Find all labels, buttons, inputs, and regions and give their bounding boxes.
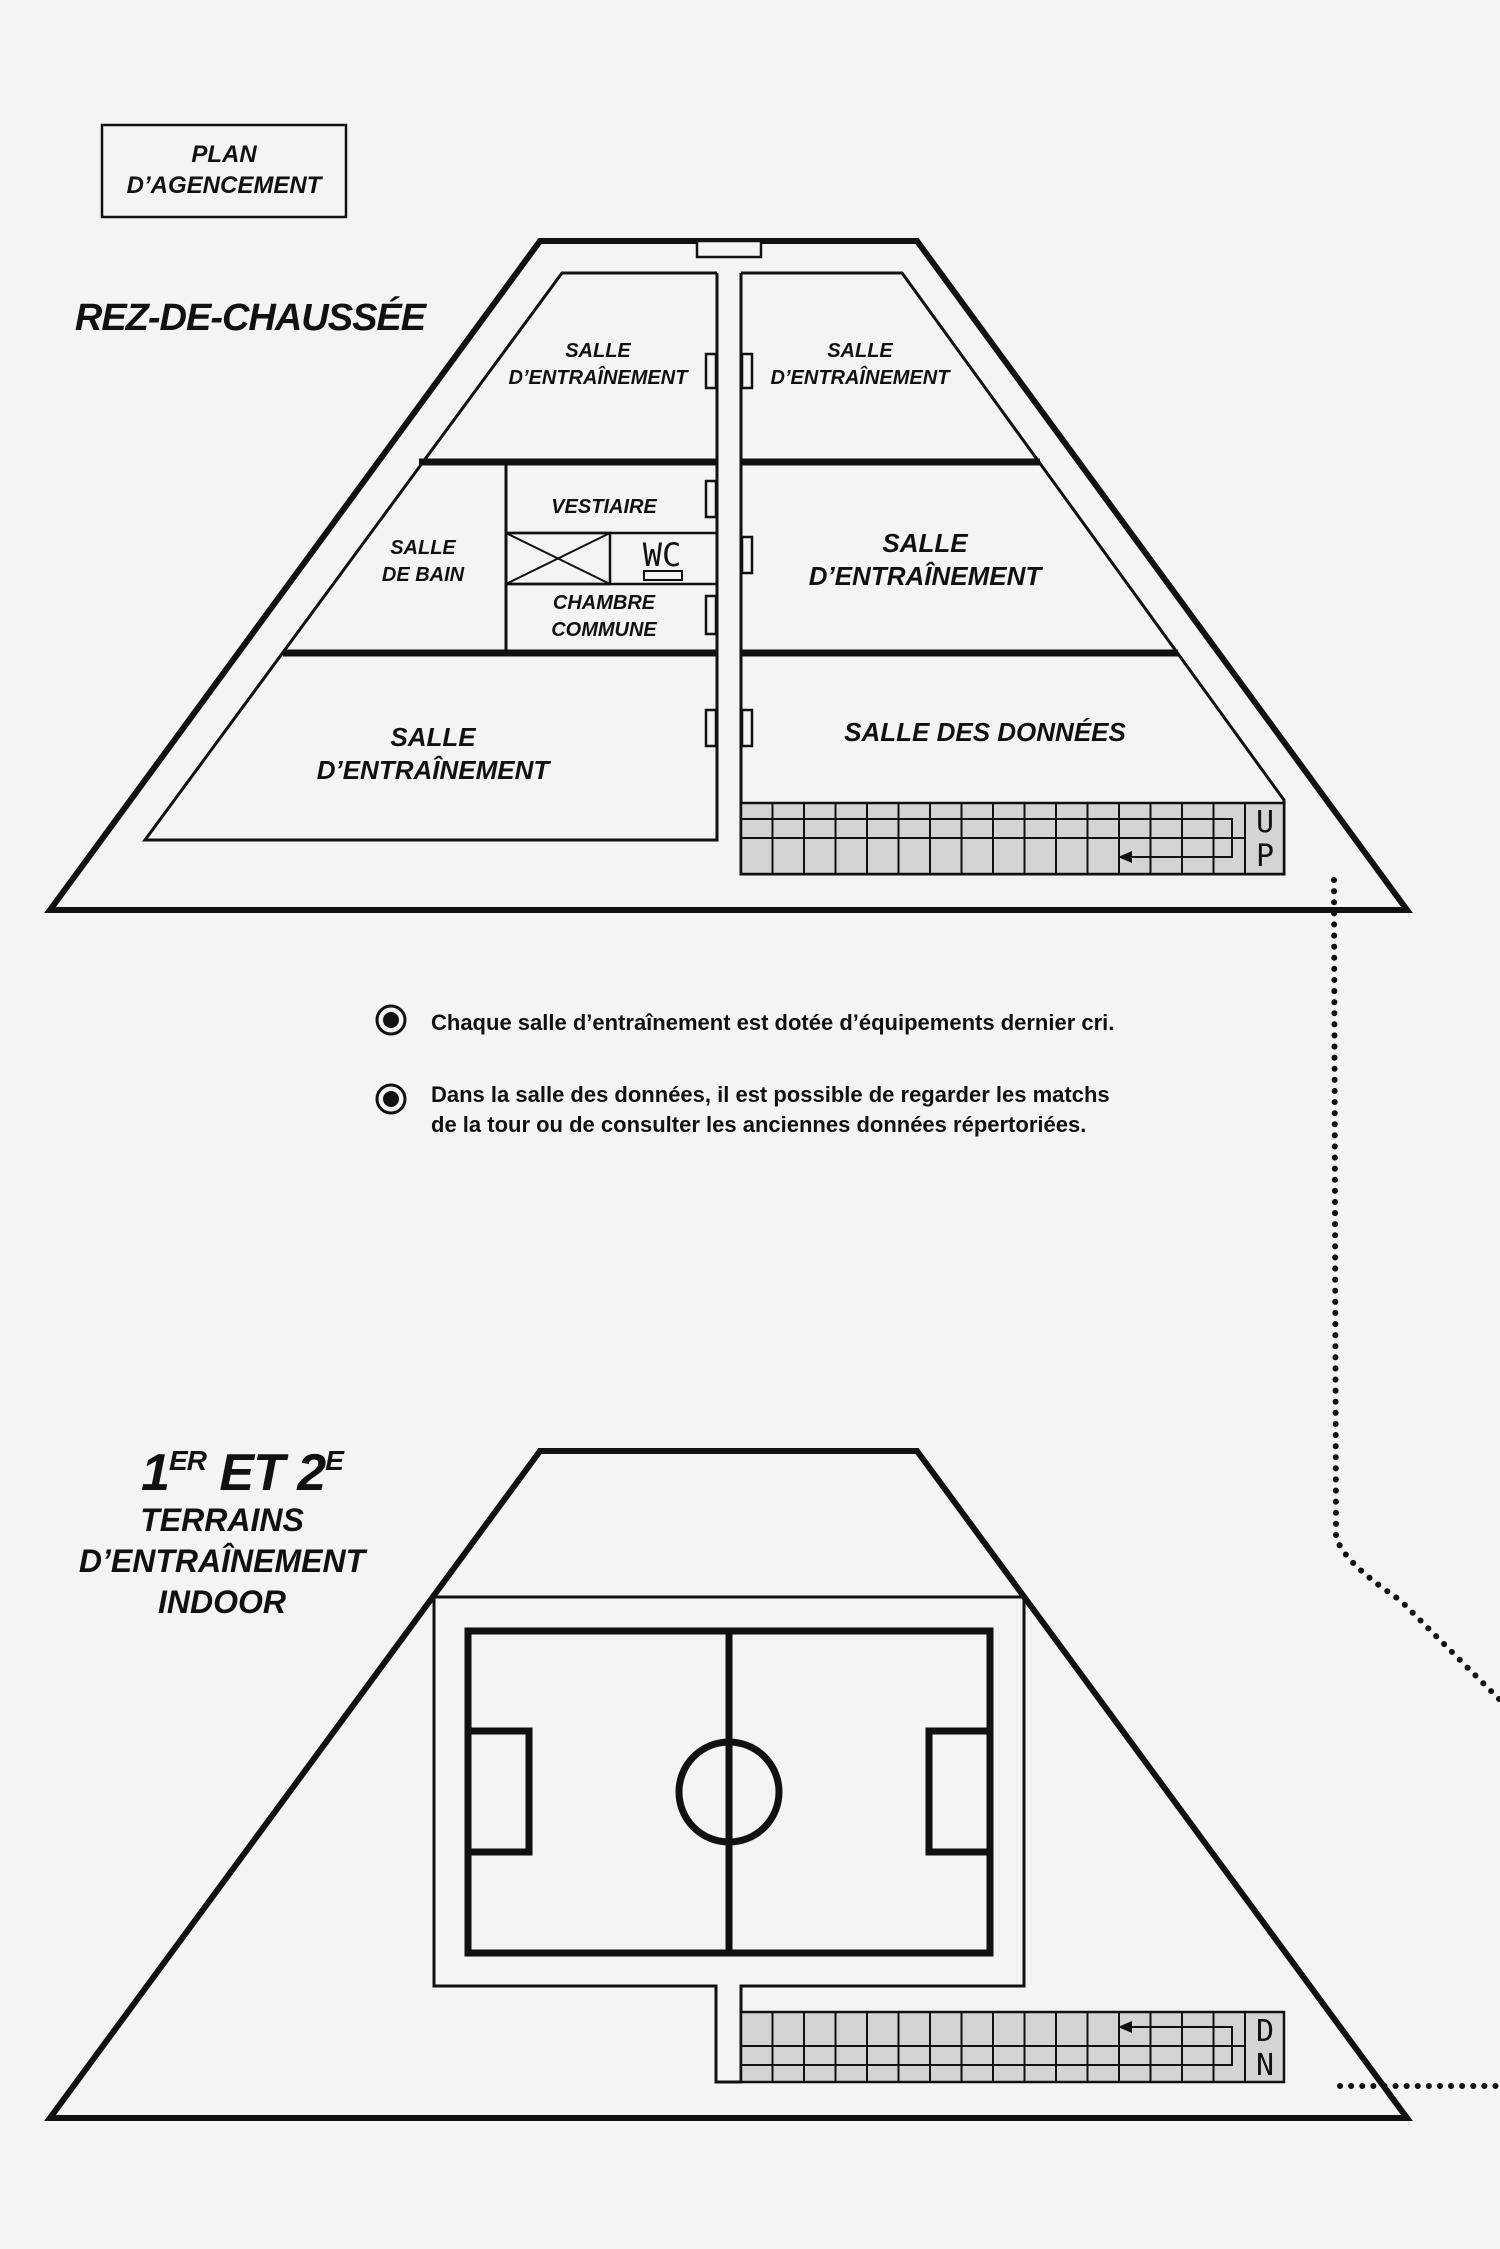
room-data: SALLE DES DONNÉES	[844, 717, 1126, 747]
room-training-tr-line1: SALLE	[827, 340, 893, 362]
ground-floor-outline	[44, 238, 1413, 913]
shaft-cross-2	[505, 532, 611, 585]
note-1: Chaque salle d’entraînement est dotée d’…	[375, 1004, 1114, 1036]
door-tr	[740, 352, 754, 390]
ground-floor-title: REZ-DE-CHAUSSÉE	[75, 295, 428, 339]
stairs-down: D N	[739, 2010, 1286, 2084]
upper-floor-outline	[44, 1448, 1413, 2121]
target-bullet-icon-core	[383, 1091, 399, 1107]
note-2-line-2: de la tour ou de consulter les anciennes…	[431, 1112, 1086, 1137]
upper-subtitle-line-1: TERRAINS	[140, 1502, 304, 1538]
room-training-bl-line2: D’ENTRAÎNEMENT	[317, 755, 552, 785]
room-training-bl-line1: SALLE	[390, 722, 476, 752]
stairs-connector-dotted	[1331, 877, 1500, 1703]
door-mr	[740, 535, 754, 575]
target-bullet-icon	[375, 1083, 407, 1115]
corridor-doors	[704, 352, 754, 748]
room-common-line1: CHAMBRE	[553, 592, 656, 614]
upper-floors-plan: 1ER ET 2E TERRAINS D’ENTRAÎNEMENT INDOOR…	[44, 1444, 1413, 2121]
room-training-tl-line2: D’ENTRAÎNEMENT	[509, 365, 690, 389]
upper-title-number-2: 2	[296, 1444, 326, 1502]
room-training-mr-line2: D’ENTRAÎNEMENT	[809, 561, 1044, 591]
door-tl	[704, 352, 718, 390]
upper-title-sup-2: E	[325, 1445, 345, 1476]
pitch-left-box	[464, 1727, 533, 1856]
header-line-2: D’AGENCEMENT	[127, 172, 324, 199]
ground-floor-plan: REZ-DE-CHAUSSÉE	[44, 238, 1413, 913]
room-training-tr-line2: D’ENTRAÎNEMENT	[771, 365, 952, 389]
room-training-mr-line1: SALLE	[882, 528, 968, 558]
note-2-line-1: Dans la salle des données, il est possib…	[431, 1082, 1110, 1107]
upper-title-sup-1: ER	[169, 1445, 208, 1476]
stairs-down-label-1: D	[1256, 2014, 1274, 2049]
indoor-football-pitch	[464, 1627, 994, 1957]
upper-floors-title: 1ER ET 2E	[141, 1444, 345, 1502]
stairs-down-label-2: N	[1256, 2048, 1274, 2083]
target-bullet-icon	[375, 1004, 407, 1036]
stairs-up-label-1: U	[1256, 805, 1274, 840]
shaft-box	[504, 531, 612, 586]
room-locker: VESTIAIRE	[551, 496, 657, 518]
stairs-up: U P	[739, 801, 1286, 876]
door-bl	[704, 708, 718, 748]
upper-title-number-1: 1	[141, 1444, 169, 1502]
entrance-door	[695, 239, 763, 259]
upper-title-connector: ET	[206, 1444, 297, 1502]
wc-fixture	[643, 570, 683, 581]
room-wc: WC	[643, 536, 682, 574]
upper-subtitle-line-3: INDOOR	[158, 1584, 286, 1620]
room-common-line2: COMMUNE	[551, 619, 657, 641]
room-training-tl-line1: SALLE	[565, 340, 631, 362]
note-1-line-1: Chaque salle d’entraînement est dotée d’…	[431, 1010, 1114, 1035]
room-bathroom-line2: DE BAIN	[382, 564, 465, 586]
note-2: Dans la salle des données, il est possib…	[375, 1082, 1110, 1137]
notes-list: Chaque salle d’entraînement est dotée d’…	[375, 1004, 1114, 1137]
header-box: PLAN D’AGENCEMENT	[100, 123, 348, 219]
pitch-right-box	[925, 1727, 994, 1856]
room-bathroom-line1: SALLE	[390, 537, 456, 559]
door-data	[740, 708, 754, 748]
upper-subtitle-line-2: D’ENTRAÎNEMENT	[79, 1543, 368, 1579]
header-line-1: PLAN	[191, 141, 257, 168]
stairs-up-label-2: P	[1256, 839, 1274, 874]
door-locker	[704, 479, 718, 519]
target-bullet-icon-core	[383, 1012, 399, 1028]
door-common	[704, 594, 718, 636]
pitch-center-circle	[675, 1738, 783, 1846]
